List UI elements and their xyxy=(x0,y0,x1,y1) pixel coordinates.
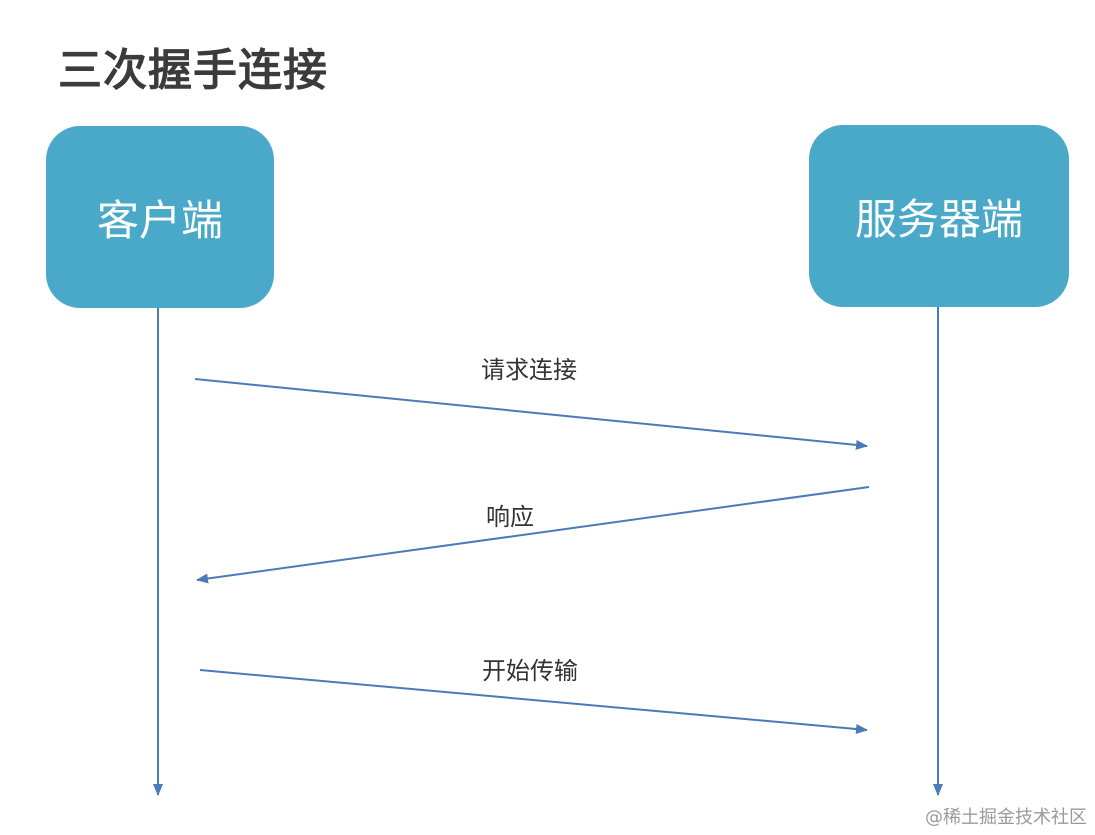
watermark: @稀土掘金技术社区 xyxy=(925,807,1087,828)
message-arrow-request xyxy=(194,378,868,450)
message-label-request: 请求连接 xyxy=(481,356,577,384)
message-label-transfer: 开始传输 xyxy=(482,657,578,685)
message-arrow-response xyxy=(196,486,870,584)
diagram-title: 三次握手连接 xyxy=(58,45,328,96)
server-label: 服务器端 xyxy=(854,194,1023,244)
message-label-response: 响应 xyxy=(486,503,534,531)
message-arrow-transfer xyxy=(199,669,868,734)
server-box: 服务器端 xyxy=(809,125,1069,307)
client-label: 客户端 xyxy=(96,195,223,245)
client-box: 客户端 xyxy=(46,126,274,308)
